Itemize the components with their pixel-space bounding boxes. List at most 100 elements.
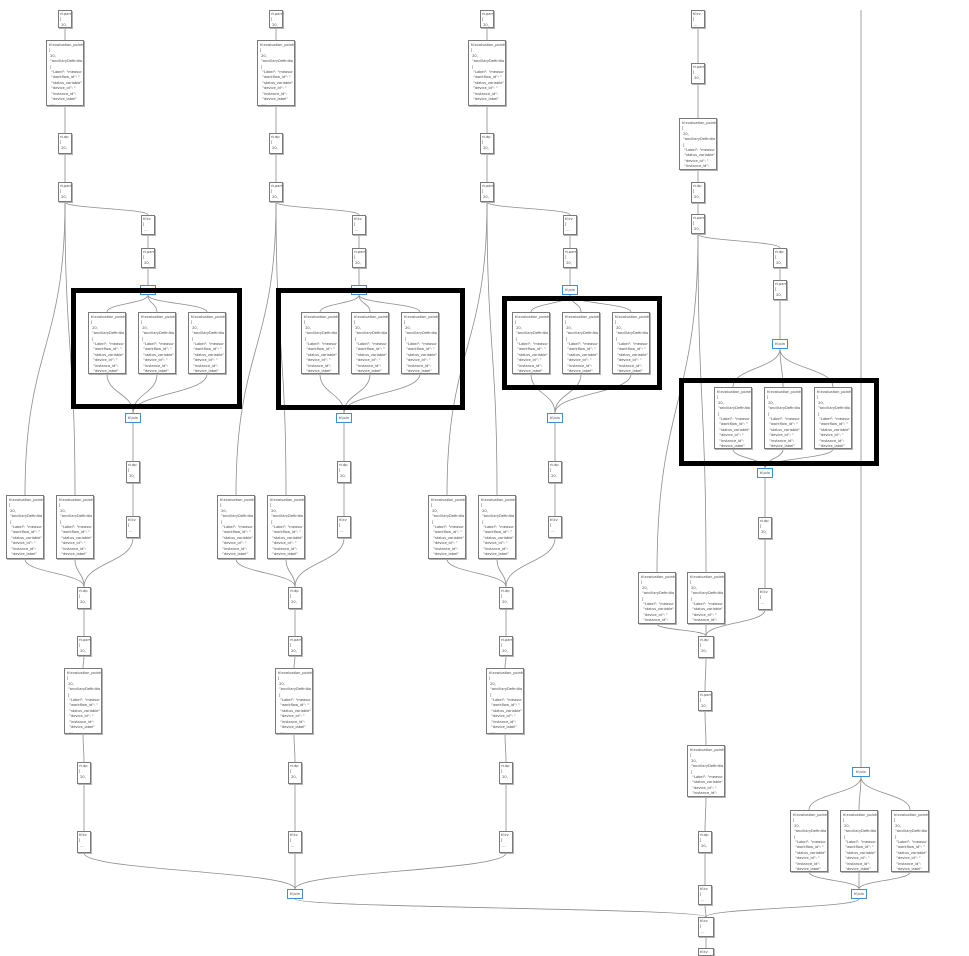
evaluation-points-node[interactable]: tf.evaluation_points [ 20, "ancillaryDef… [56,495,94,559]
op-node[interactable]: tf.kv [ ... [337,516,351,538]
graph-edge [656,623,707,637]
evaluation-points-node[interactable]: tf.evaluation_points [ 20, "ancillaryDef… [562,312,600,374]
evaluation-points-node[interactable]: tf.evaluation_points [ 20, "ancillaryDef… [301,312,339,374]
op-node[interactable]: tf.kv [ ... [352,215,366,235]
evaluation-points-node[interactable]: tf.evaluation_points [ 20, "ancillaryDef… [351,312,389,374]
graph-edge [235,201,277,496]
op-node[interactable]: rt.parse [ 20, [698,691,712,711]
op-node[interactable]: rt.dp [ 20, [288,762,302,784]
merge-node[interactable]: tf.join [562,285,578,295]
evaluation-points-node[interactable]: tf.evaluation_points [ 20, "ancillaryDef… [687,745,725,797]
merge-node[interactable]: tf.join [757,468,773,478]
op-node[interactable]: rt.dp [ 20, [269,133,283,154]
evaluation-points-node[interactable]: tf.evaluation_points [ 20, "ancillaryDef… [138,312,176,374]
op-node[interactable]: tf.kv [ ... [691,10,705,28]
evaluation-points-node[interactable]: tf.evaluation_points [ 20, "ancillaryDef… [188,312,226,374]
highlight-box [679,378,879,466]
op-node[interactable]: rt.dp [ 20, [698,636,714,658]
graph-edge [704,796,707,832]
op-node[interactable]: rt.dp [ 20, [499,587,513,609]
evaluation-points-node[interactable]: tf.evaluation_points [ 20, "ancillaryDef… [679,118,717,170]
op-node[interactable]: rt.parse [ 20, [352,248,366,268]
merge-node[interactable]: tf.join [852,767,870,777]
evaluation-points-node[interactable]: tf.evaluation_points [ 20, "ancillaryDef… [478,495,516,559]
evaluation-points-node[interactable]: tf.evaluation_points [ 20, "ancillaryDef… [764,387,802,449]
merge-node[interactable]: tf.join [547,413,563,423]
evaluation-points-node[interactable]: tf.evaluation_points [ 20, "ancillaryDef… [88,312,126,374]
evaluation-points-node[interactable]: tf.evaluation_points [ 20, "ancillaryDef… [512,312,550,374]
op-node[interactable]: rt.parse [ 20, [269,182,283,202]
evaluation-points-node[interactable]: tf.evaluation_points [ 20, "ancillaryDef… [891,810,929,872]
op-node[interactable]: rt.parse [ 20, [499,636,513,656]
merge-node[interactable]: tf.join [125,413,141,423]
op-node[interactable]: rt.dp [ 20, [480,133,494,154]
op-node[interactable]: rt.dp [ 20, [337,461,351,483]
op-node[interactable]: rt.dp [ 20, [698,831,712,853]
evaluation-points-node[interactable]: tf.evaluation_points [ 20, "ancillaryDef… [6,495,44,559]
graph-edge [24,201,66,496]
op-node[interactable]: rt.dp [ 20, [773,248,787,268]
graph-edge [235,558,296,588]
evaluation-points-node[interactable]: tf.evaluation_points [ 20, "ancillaryDef… [257,40,295,106]
highlight-box [71,288,242,409]
evaluation-points-node[interactable]: tf.evaluation_points [ 20, "ancillaryDef… [714,387,752,449]
merge-node[interactable]: tf.join [336,413,352,423]
graph-edge [486,201,571,216]
op-node[interactable]: rt.parse [ 20, [269,10,283,28]
op-node[interactable]: rt.parse [ 20, [58,10,72,28]
op-node[interactable]: tf.kv [ ... [77,831,91,853]
op-node[interactable]: tf.kv [698,948,714,956]
merge-node[interactable]: tf.join [851,889,867,899]
op-node[interactable]: rt.parse [ 20, [480,182,494,202]
evaluation-points-node[interactable]: tf.evaluation_points [ 20, "ancillaryDef… [64,668,102,734]
op-node[interactable]: rt.dp [ 20, [288,587,302,609]
graph-edge [275,201,360,216]
graph-edge [704,904,707,918]
op-node[interactable]: tf.kv [ ... [548,516,562,538]
op-node[interactable]: rt.dp [ 20, [758,517,772,539]
op-node[interactable]: tf.kv [ ... [288,831,302,853]
op-node[interactable]: rt.parse [ 20, [691,214,705,234]
op-node[interactable]: rt.parse [ 20, [288,636,302,656]
evaluation-points-node[interactable]: tf.evaluation_points [ 20, "ancillaryDef… [46,40,84,106]
evaluation-points-node[interactable]: tf.evaluation_points [ 20, "ancillaryDef… [687,572,725,624]
op-node[interactable]: rt.parse [ 20, [691,63,705,84]
op-node[interactable]: rt.parse [ 20, [77,636,91,656]
op-node[interactable]: rt.dp [ 20, [58,133,72,154]
op-node[interactable]: rt.parse [ 20, [58,182,72,202]
op-node[interactable]: rt.dp [ 20, [77,587,91,609]
op-node[interactable]: rt.parse [ 20, [480,10,494,28]
merge-node[interactable]: tf.join [287,889,303,899]
op-node[interactable]: tf.kv [ ... [698,885,712,905]
op-node[interactable]: rt.dp [ 20, [77,762,91,784]
op-node[interactable]: tf.kv [ ... [698,917,714,937]
graph-edge [275,201,287,496]
op-node[interactable]: rt.parse [ 20, [563,248,577,268]
evaluation-points-node[interactable]: tf.evaluation_points [ 20, "ancillaryDef… [275,668,313,734]
op-node[interactable]: tf.kv [ ... [141,215,155,235]
op-node[interactable]: rt.parse [ 20, [141,248,155,268]
evaluation-points-node[interactable]: tf.evaluation_points [ 20, "ancillaryDef… [486,668,524,734]
evaluation-points-node[interactable]: tf.evaluation_points [ 20, "ancillaryDef… [840,810,878,872]
op-node[interactable]: tf.kv [ ... [758,588,772,610]
evaluation-points-node[interactable]: tf.evaluation_points [ 20, "ancillaryDef… [612,312,650,374]
op-node[interactable]: rt.parse [ 20, [773,280,787,300]
op-node[interactable]: rt.dp [ 20, [499,762,513,784]
evaluation-points-node[interactable]: tf.evaluation_points [ 20, "ancillaryDef… [790,810,828,872]
evaluation-points-node[interactable]: tf.evaluation_points [ 20, "ancillaryDef… [814,387,852,449]
evaluation-points-node[interactable]: tf.evaluation_points [ 20, "ancillaryDef… [401,312,439,374]
op-node[interactable]: rt.dp [ 20, [548,461,562,483]
evaluation-points-node[interactable]: tf.evaluation_points [ 20, "ancillaryDef… [267,495,305,559]
graph-edge [697,233,707,573]
evaluation-points-node[interactable]: tf.evaluation_points [ 20, "ancillaryDef… [428,495,466,559]
evaluation-points-node[interactable]: tf.evaluation_points [ 20, "ancillaryDef… [217,495,255,559]
merge-node[interactable]: tf.join [772,339,788,349]
op-node[interactable]: tf.kv [ ... [499,831,513,853]
evaluation-points-node[interactable]: tf.evaluation_points [ 20, "ancillaryDef… [638,572,676,624]
evaluation-points-node[interactable]: tf.evaluation_points [ 20, "ancillaryDef… [468,40,506,106]
op-node[interactable]: rt.dp [ 20, [126,461,140,483]
op-node[interactable]: tf.kv [ ... [563,215,577,235]
op-node[interactable]: tf.kv [ ... [126,516,140,538]
op-node[interactable]: rt.dp [ 20, [691,182,705,203]
graph-edge [294,852,507,890]
